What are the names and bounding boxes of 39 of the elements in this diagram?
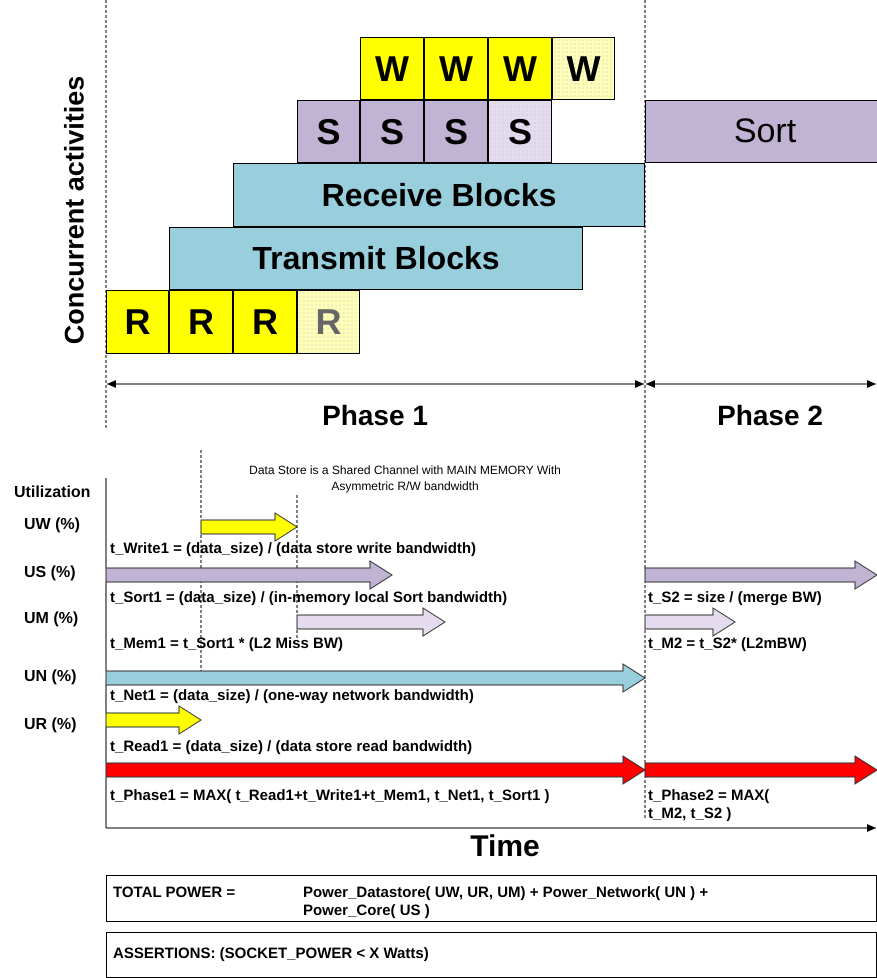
row-label: US (%) [24, 564, 76, 582]
activity-block: W [552, 37, 615, 100]
formula-text: t_M2 = t_S2* (L2mBW) [648, 635, 807, 652]
formula-text: t_Phase1 = MAX( t_Read1+t_Write1+t_Mem1, t_Net1, t_Sort1 ) [110, 787, 550, 804]
activity-block: Transmit Blocks [169, 227, 583, 290]
activity-block: Receive Blocks [233, 163, 645, 227]
activity-block: S [297, 100, 360, 163]
activity-block: R [169, 290, 233, 354]
assertion-text: ASSERTIONS: (SOCKET_POWER < X Watts) [113, 945, 430, 963]
row-label: UW (%) [24, 516, 80, 534]
axis-title: Concurrent activities [60, 76, 90, 344]
activity-block: W [424, 37, 488, 100]
activity-block: S [488, 100, 552, 163]
phase-label: Phase 2 [717, 400, 823, 432]
formula-text: t_Sort1 = (data_size) / (in-memory local Sort bandwidth) [110, 589, 508, 606]
activity-block: R [106, 290, 169, 354]
formula-text: t_Net1 = (data_size) / (one-way network bandwidth) [110, 687, 474, 704]
phase-label: Phase 1 [322, 400, 428, 432]
activity-block: Sort [645, 100, 877, 163]
formula-box [106, 932, 877, 978]
formula-text: Power_Datastore( UW, UR, UM) + Power_Network( UN ) + Power_Core( US ) [303, 884, 710, 920]
note-text: Data Store is a Shared Channel with MAIN MEMORY With Asymmetric R/W bandwidth [248, 462, 562, 494]
formula-text: t_Phase2 = MAX( t_M2, t_S2 ) [648, 787, 770, 823]
formula-text: t_Mem1 = t_Sort1 * (L2 Miss BW) [110, 635, 343, 652]
activity-block: S [424, 100, 488, 163]
activity-block: R [233, 290, 297, 354]
row-label: UM (%) [24, 610, 78, 628]
formula-box [106, 875, 877, 922]
formula-text: t_S2 = size / (merge BW) [648, 589, 822, 606]
row-label: UR (%) [24, 716, 76, 734]
activity-block: S [360, 100, 424, 163]
formula-text: t_Write1 = (data_size) / (data store write bandwidth) [110, 540, 476, 557]
formula-text: t_Read1 = (data_size) / (data store read bandwidth) [110, 738, 472, 755]
axis-title: Utilization [14, 484, 90, 502]
row-label: UN (%) [24, 668, 76, 686]
activity-block: W [488, 37, 552, 100]
activity-block: R [297, 290, 360, 354]
activity-block: W [360, 37, 424, 100]
axis-title: Time [470, 830, 540, 864]
